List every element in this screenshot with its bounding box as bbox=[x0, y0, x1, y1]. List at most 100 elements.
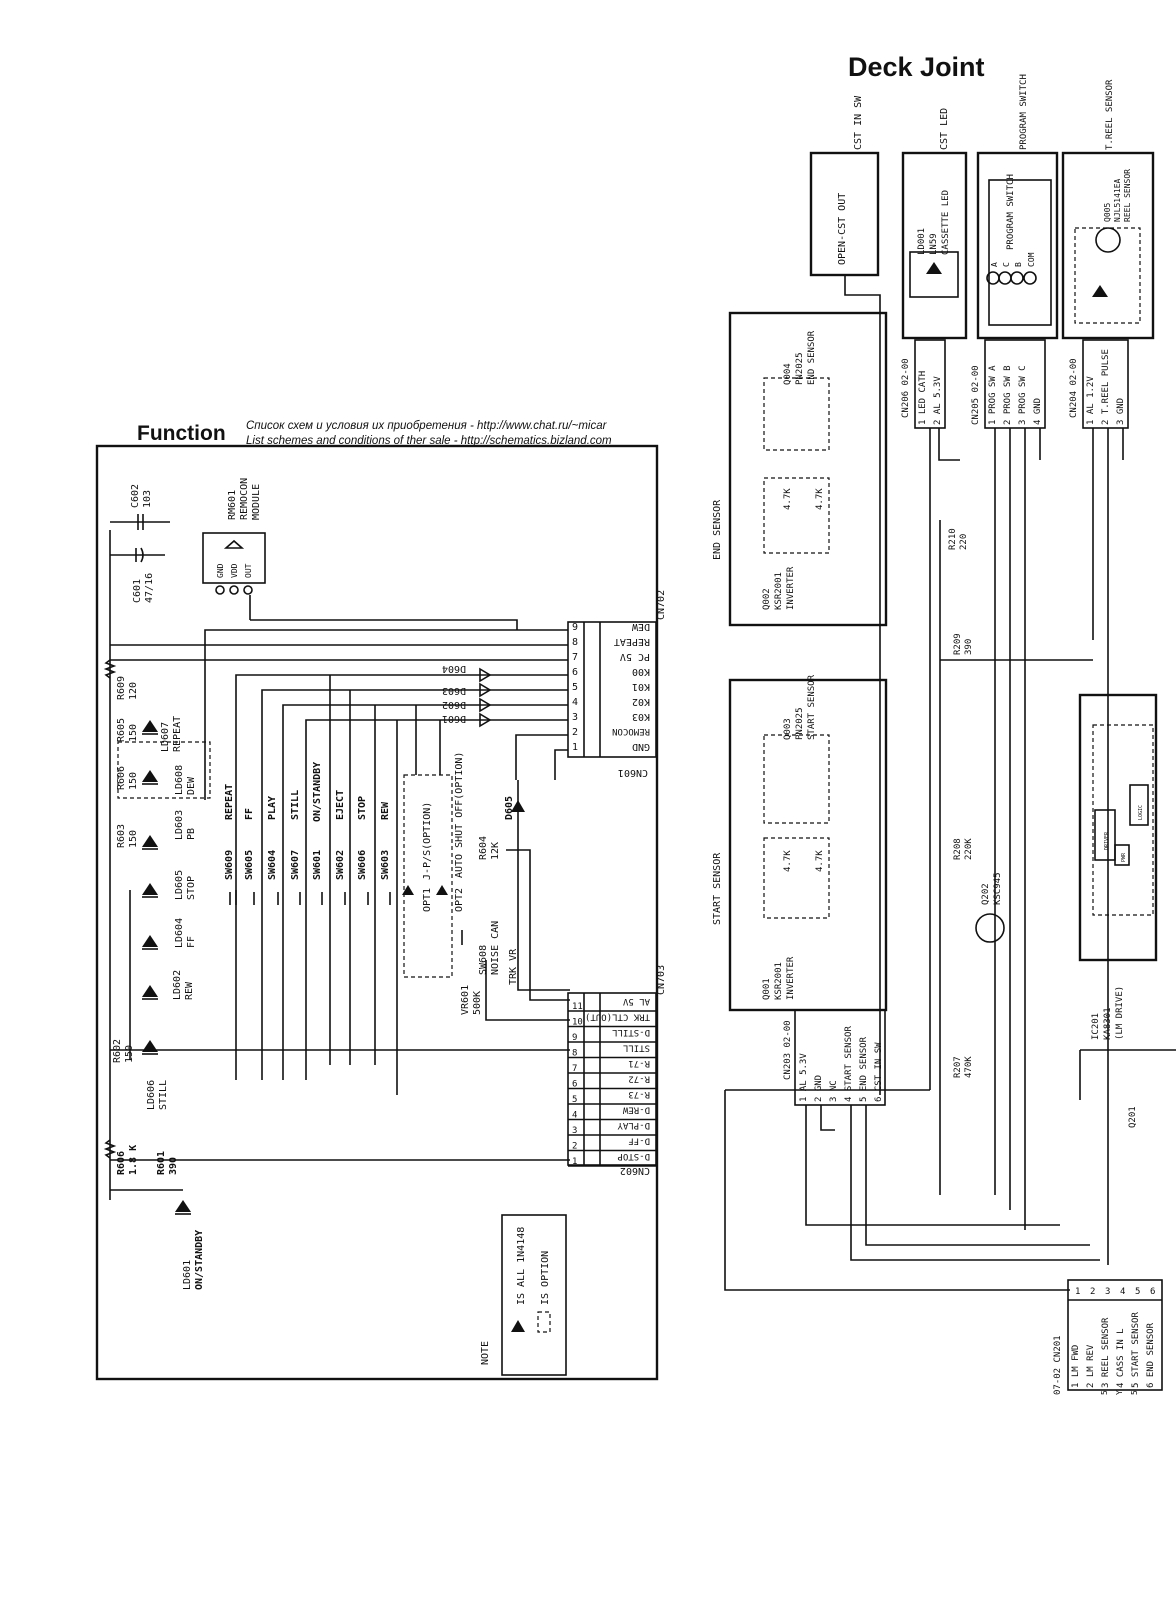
svg-text:SW606: SW606 bbox=[357, 850, 368, 880]
cn703-pin-9: 9 bbox=[572, 1033, 577, 1043]
svg-text:2 PROG SW B: 2 PROG SW B bbox=[1003, 365, 1013, 425]
cn201-pin-6: 6 bbox=[1150, 1287, 1155, 1297]
option-block: J-P/S(OPTION) OPT1 OPT2 AUTO SHUT OFF(OP… bbox=[402, 705, 570, 1021]
svg-text:Q202: Q202 bbox=[981, 883, 991, 905]
label-treel-sensor: T.REEL SENSOR bbox=[1105, 79, 1115, 150]
svg-text:1 AL 1.2V: 1 AL 1.2V bbox=[1086, 376, 1096, 425]
cn703-signal-9: D-STILL bbox=[612, 1027, 650, 1037]
remocon-module-rm601: RM601 REMOCON MODULE GND VDD OUT bbox=[202, 478, 266, 595]
deck-joint: CST IN SW CST LED PROGRAM SWITCH T.REEL … bbox=[712, 74, 1176, 1395]
svg-text:2 GND: 2 GND bbox=[814, 1075, 824, 1102]
svg-text:PC 5V: PC 5V bbox=[620, 651, 650, 662]
svg-text:CN702: CN702 bbox=[656, 590, 667, 620]
svg-text:3 NC: 3 NC bbox=[829, 1080, 839, 1102]
svg-text:C602: C602 bbox=[130, 484, 141, 508]
svg-text:D603: D603 bbox=[442, 685, 466, 696]
svg-text:STILL: STILL bbox=[290, 790, 301, 820]
start-sensor-block: START SENSOR Q003 PN2025 START SENSOR Q0… bbox=[712, 674, 888, 1012]
svg-text:R606: R606 bbox=[116, 1151, 127, 1175]
svg-text:SW601: SW601 bbox=[312, 850, 323, 880]
svg-text:REPEAT: REPEAT bbox=[224, 784, 235, 820]
svg-text:LD606: LD606 bbox=[146, 1080, 157, 1110]
svg-text:(LM DRIVE): (LM DRIVE) bbox=[1115, 986, 1125, 1040]
svg-text:Q201: Q201 bbox=[1128, 1106, 1138, 1128]
svg-text:REPEAT: REPEAT bbox=[614, 636, 650, 647]
svg-text:4 GND: 4 GND bbox=[1033, 398, 1043, 425]
svg-text:REW: REW bbox=[380, 801, 391, 820]
svg-text:SW603: SW603 bbox=[380, 850, 391, 880]
cn703-signal-8: STILL bbox=[623, 1043, 650, 1053]
svg-text:REEL SENSOR: REEL SENSOR bbox=[1123, 169, 1132, 222]
svg-text:ON/STANDBY: ON/STANDBY bbox=[312, 762, 323, 822]
label-cst-led: CST LED bbox=[939, 108, 950, 150]
cn703-signal-2: D-FF bbox=[628, 1136, 650, 1146]
svg-text:LD603: LD603 bbox=[174, 810, 185, 840]
svg-text:2: 2 bbox=[572, 727, 578, 738]
svg-text:KA8301: KA8301 bbox=[1103, 1007, 1113, 1040]
connector-cn203: CN203 02-00 1 AL 5.3V 2 GND 3 NC 4 START… bbox=[783, 1009, 1100, 1261]
svg-text:D604: D604 bbox=[442, 663, 466, 674]
svg-text:8: 8 bbox=[572, 637, 578, 648]
svg-text:IS ALL 1N4148: IS ALL 1N4148 bbox=[516, 1227, 527, 1305]
diode-d605: D605 bbox=[504, 780, 570, 991]
svg-text:PN2025: PN2025 bbox=[795, 352, 805, 385]
svg-text:LD601: LD601 bbox=[182, 1260, 193, 1290]
svg-text:220: 220 bbox=[959, 534, 969, 550]
svg-text:D601: D601 bbox=[442, 713, 466, 724]
svg-text:KSR2001: KSR2001 bbox=[774, 572, 784, 610]
svg-text:K02: K02 bbox=[632, 696, 650, 707]
svg-text:SW608: SW608 bbox=[478, 945, 489, 975]
svg-text:END SENSOR: END SENSOR bbox=[807, 330, 817, 385]
svg-text:R207: R207 bbox=[953, 1056, 963, 1078]
connector-cn206: CN206 02-00 1 LED CATH 2 AL 5.3V bbox=[901, 339, 946, 429]
svg-text:47/16: 47/16 bbox=[144, 573, 155, 603]
cn703-pin-8: 8 bbox=[572, 1049, 577, 1059]
connector-cn205: CN205 02-00 1 PROG SW A 2 PROG SW B 3 PR… bbox=[971, 339, 1046, 429]
svg-text:K03: K03 bbox=[632, 711, 650, 722]
svg-text:PWR: PWR bbox=[1121, 852, 1127, 862]
svg-text:LD607: LD607 bbox=[160, 722, 171, 752]
svg-text:4.7K: 4.7K bbox=[783, 488, 793, 510]
cn703-pin-2: 2 bbox=[572, 1142, 577, 1152]
cn201-pin-4: 4 bbox=[1120, 1287, 1125, 1297]
svg-text:Q004: Q004 bbox=[783, 363, 793, 385]
svg-text:VDD: VDD bbox=[230, 563, 239, 578]
cn703-signal-3: D-PLAY bbox=[617, 1120, 650, 1130]
svg-text:07-02 CN201: 07-02 CN201 bbox=[1053, 1335, 1063, 1395]
function-board: C602 103 C601 47/16 RM601 REMOCON MODULE… bbox=[95, 444, 667, 1381]
ic201-block: DRIVER LOGIC PWR IC201 KA8301 (LM DRIVE)… bbox=[1078, 693, 1176, 1128]
svg-text:5: 5 bbox=[572, 682, 578, 693]
svg-text:120: 120 bbox=[128, 682, 139, 700]
svg-text:R209: R209 bbox=[953, 633, 963, 655]
cn703-signal-5: R-73 bbox=[628, 1089, 650, 1099]
svg-text:2 AL 5.3V: 2 AL 5.3V bbox=[933, 376, 943, 425]
svg-text:OPEN-CST OUT: OPEN-CST OUT bbox=[837, 193, 848, 265]
cn201-row-4: 4 CASS IN L bbox=[1116, 1328, 1126, 1388]
svg-text:REMOCON: REMOCON bbox=[239, 478, 250, 520]
svg-text:Q005: Q005 bbox=[1103, 203, 1112, 222]
svg-text:DRIVER: DRIVER bbox=[1104, 831, 1110, 850]
svg-text:TRK VR: TRK VR bbox=[508, 948, 519, 985]
svg-text:R210: R210 bbox=[948, 528, 958, 550]
svg-text:R604: R604 bbox=[478, 836, 489, 860]
svg-text:1 PROG SW A: 1 PROG SW A bbox=[988, 365, 998, 425]
svg-text:NOTE: NOTE bbox=[480, 1341, 491, 1365]
svg-text:VR601: VR601 bbox=[460, 985, 471, 1015]
led-ld601: LD601 ON/STANDBY bbox=[175, 1200, 205, 1290]
svg-text:END SENSOR: END SENSOR bbox=[712, 499, 723, 560]
svg-text:1: 1 bbox=[572, 742, 578, 753]
cst-led-box bbox=[901, 151, 968, 340]
cn201-pin-3: 3 bbox=[1105, 1287, 1110, 1297]
cn703-pin-5: 5 bbox=[572, 1095, 577, 1105]
cn703-pin-4: 4 bbox=[572, 1111, 577, 1121]
svg-text:Q003: Q003 bbox=[783, 718, 793, 740]
diodes-d601-d604: D604 D603 D602 D601 bbox=[442, 663, 492, 728]
cn703-pin-6: 6 bbox=[572, 1080, 577, 1090]
svg-text:390: 390 bbox=[964, 639, 974, 655]
svg-text:Q002: Q002 bbox=[762, 588, 772, 610]
cn703-pin-1: 1 bbox=[572, 1157, 577, 1167]
cn201-pin-2: 2 bbox=[1090, 1287, 1095, 1297]
svg-text:LD605: LD605 bbox=[174, 870, 185, 900]
svg-text:2 T.REEL PULSE: 2 T.REEL PULSE bbox=[1101, 349, 1111, 425]
